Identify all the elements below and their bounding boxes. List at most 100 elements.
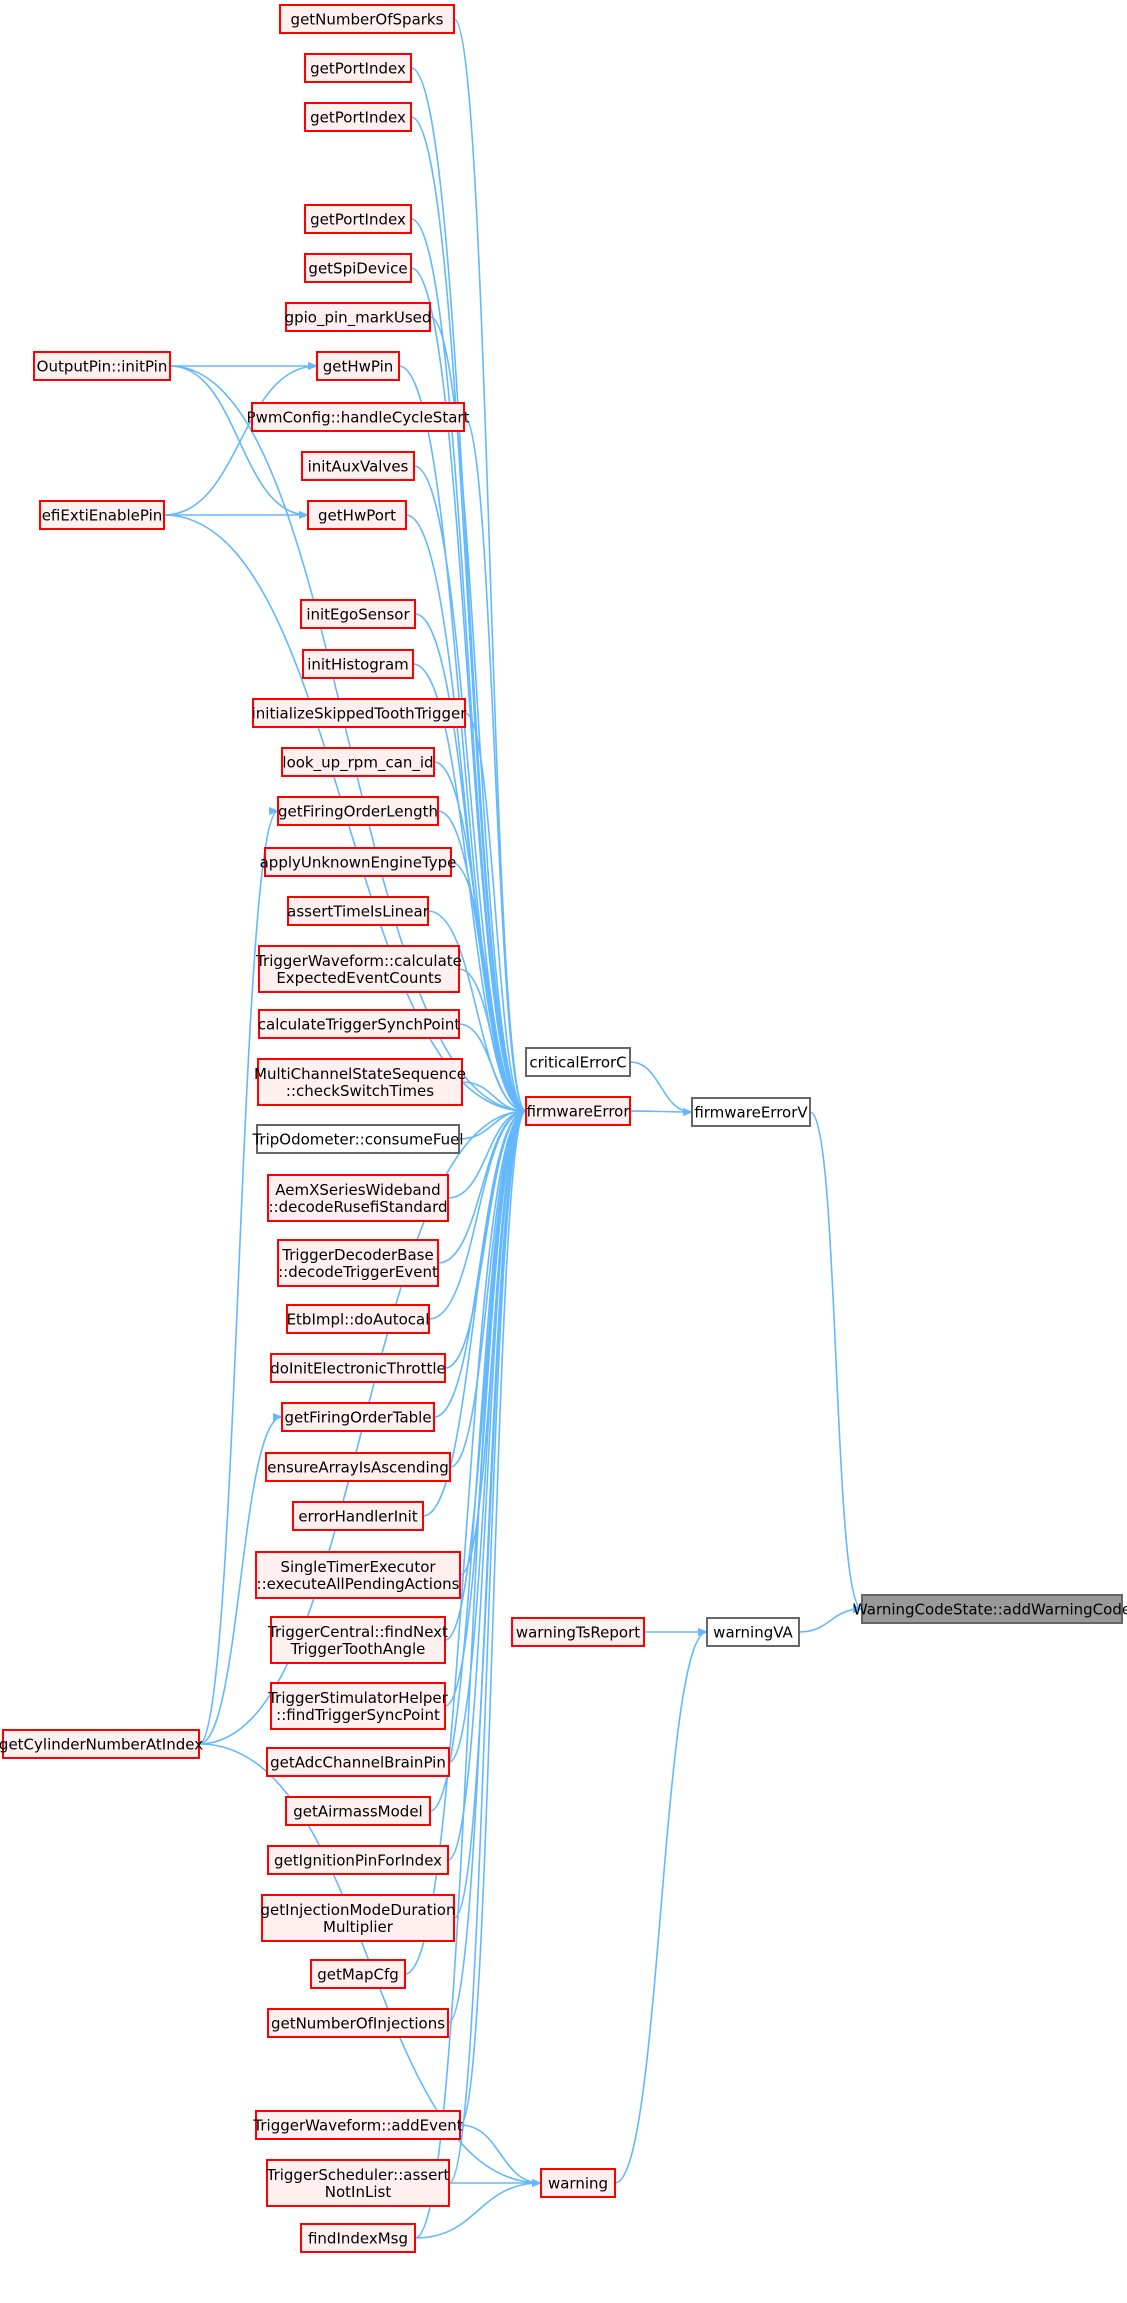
graph-node-SingleTimerExecutor[interactable]: SingleTimerExecutor::executeAllPendingAc…: [255, 1551, 461, 1599]
edge-TriggerWaveform_addEvent-to-warning: [459, 2124, 542, 2187]
graph-node-doInitElectronicThrottle[interactable]: doInitElectronicThrottle: [270, 1353, 446, 1383]
graph-node-TriggerStimulatorHelper[interactable]: TriggerStimulatorHelper::findTriggerSync…: [267, 1682, 449, 1730]
graph-node-look_up_rpm_can_id[interactable]: look_up_rpm_can_id: [281, 747, 435, 777]
graph-node-TripOdometer_consumeFuel[interactable]: TripOdometer::consumeFuel: [251, 1124, 464, 1154]
graph-node-getMapCfg[interactable]: getMapCfg: [310, 1959, 406, 1989]
node-box: [304, 253, 412, 283]
graph-node-getCylinderNumberAtIndex[interactable]: getCylinderNumberAtIndex: [0, 1729, 203, 1759]
graph-node-warning[interactable]: warning: [540, 2168, 616, 2198]
node-box: [270, 1616, 446, 1664]
edge-efiExtiEnablePin-to-getHwPin: [163, 362, 318, 516]
graph-node-firmwareError[interactable]: firmwareError: [525, 1096, 631, 1126]
node-box: [285, 1796, 431, 1826]
node-label: getPortIndex: [310, 59, 406, 77]
graph-node-TriggerDecoderBase[interactable]: TriggerDecoderBase::decodeTriggerEvent: [277, 1239, 439, 1287]
graph-node-calculateTriggerSynchPoint[interactable]: calculateTriggerSynchPoint: [258, 1009, 461, 1039]
node-label: ::decodeRusefiStandard: [268, 1198, 447, 1216]
node-label: WarningCodeState::addWarningCode: [853, 1600, 1127, 1618]
graph-node-getIgnitionPinForIndex[interactable]: getIgnitionPinForIndex: [267, 1845, 449, 1875]
node-label: ExpectedEventCounts: [276, 969, 442, 987]
graph-node-getSpiDevice[interactable]: getSpiDevice: [304, 253, 412, 283]
graph-node-initAuxValves[interactable]: initAuxValves: [301, 451, 415, 481]
graph-node-initHistogram[interactable]: initHistogram: [302, 649, 414, 679]
edge-calculateTriggerSynchPoint-to-firmwareError: [458, 1023, 527, 1115]
graph-node-assertTimeIsLinear[interactable]: assertTimeIsLinear: [287, 896, 430, 926]
node-box: [302, 649, 414, 679]
node-box: [277, 1239, 439, 1287]
graph-node-EtbImpl_doAutocal[interactable]: EtbImpl::doAutocal: [286, 1304, 430, 1334]
node-label: OutputPin::initPin: [37, 357, 168, 375]
node-box: [277, 796, 439, 826]
node-box: [300, 2223, 416, 2253]
node-box: [261, 1894, 455, 1942]
graph-node-getHwPin[interactable]: getHwPin: [316, 351, 400, 381]
graph-node-criticalErrorC[interactable]: criticalErrorC: [525, 1047, 631, 1077]
graph-node-getPortIndex2[interactable]: getPortIndex: [304, 102, 412, 132]
node-box: [316, 351, 400, 381]
graph-node-ensureArrayIsAscending[interactable]: ensureArrayIsAscending: [265, 1452, 451, 1482]
graph-node-initEgoSensor[interactable]: initEgoSensor: [300, 599, 416, 629]
node-box: [255, 1551, 461, 1599]
graph-node-AemXSeriesWideband[interactable]: AemXSeriesWideband::decodeRusefiStandard: [267, 1174, 449, 1222]
node-label: getSpiDevice: [308, 259, 407, 277]
node-box: [270, 1353, 446, 1383]
graph-node-gpio_pin_markUsed[interactable]: gpio_pin_markUsed: [285, 302, 432, 332]
graph-node-getAirmassModel[interactable]: getAirmassModel: [285, 1796, 431, 1826]
node-box: [2, 1729, 200, 1759]
graph-node-errorHandlerInit[interactable]: errorHandlerInit: [292, 1501, 424, 1531]
node-box: [256, 1124, 460, 1154]
node-box: [301, 451, 415, 481]
graph-node-warningVA[interactable]: warningVA: [706, 1617, 800, 1647]
graph-node-initializeSkippedToothTrigger[interactable]: initializeSkippedToothTrigger: [252, 698, 468, 728]
node-label: getAdcChannelBrainPin: [270, 1753, 446, 1771]
edge-TriggerWaveform_addEvent-to-firmwareError: [459, 1107, 527, 2126]
node-box: [287, 896, 429, 926]
graph-node-TriggerWaveform_calculate[interactable]: TriggerWaveform::calculateExpectedEventC…: [255, 945, 462, 993]
graph-node-firmwareErrorV[interactable]: firmwareErrorV: [691, 1097, 811, 1127]
node-box: [33, 351, 171, 381]
graph-node-addWarningCode[interactable]: WarningCodeState::addWarningCode: [853, 1594, 1127, 1624]
node-label: assertTimeIsLinear: [287, 902, 429, 920]
edge-errorHandlerInit-to-firmwareError: [422, 1107, 527, 1517]
node-box: [281, 747, 435, 777]
graph-node-OutputPin_initPin[interactable]: OutputPin::initPin: [33, 351, 171, 381]
graph-node-PwmConfig_handleCycleStart[interactable]: PwmConfig::handleCycleStart: [247, 402, 470, 432]
node-label: getHwPort: [318, 506, 396, 524]
graph-node-findIndexMsg[interactable]: findIndexMsg: [300, 2223, 416, 2253]
graph-node-getFiringOrderTable[interactable]: getFiringOrderTable: [281, 1402, 435, 1432]
node-label: SingleTimerExecutor: [280, 1558, 436, 1576]
graph-node-getPortIndex1[interactable]: getPortIndex: [304, 53, 412, 83]
graph-node-getNumberOfSparks[interactable]: getNumberOfSparks: [279, 4, 455, 34]
graph-node-getPortIndex3[interactable]: getPortIndex: [304, 204, 412, 234]
graph-node-TriggerCentral_findNext[interactable]: TriggerCentral::findNextTriggerToothAngl…: [267, 1616, 448, 1664]
graph-node-getAdcChannelBrainPin[interactable]: getAdcChannelBrainPin: [266, 1747, 450, 1777]
graph-node-warningTsReport[interactable]: warningTsReport: [511, 1617, 645, 1647]
node-box: [300, 599, 416, 629]
edge-getNumberOfInjections-to-firmwareError: [447, 1107, 527, 2024]
node-label: efiExtiEnablePin: [42, 506, 163, 524]
node-label: doInitElectronicThrottle: [270, 1359, 445, 1377]
edge-getCylinderNumberAtIndex-to-getFiringOrderTable: [198, 1413, 283, 1745]
edge-TriggerWaveform_calculate-to-firmwareError: [458, 968, 527, 1115]
node-box: [264, 847, 452, 877]
node-label: criticalErrorC: [529, 1053, 626, 1071]
node-label: getNumberOfInjections: [271, 2014, 445, 2032]
node-label: initializeSkippedToothTrigger: [252, 704, 468, 722]
node-label: gpio_pin_markUsed: [285, 308, 432, 327]
node-box: [511, 1617, 645, 1647]
graph-node-efiExtiEnablePin[interactable]: efiExtiEnablePin: [39, 500, 165, 530]
node-box: [540, 2168, 616, 2198]
node-label: EtbImpl::doAutocal: [287, 1310, 430, 1328]
graph-node-getNumberOfInjections[interactable]: getNumberOfInjections: [267, 2008, 449, 2038]
edge-applyUnknownEngineType-to-firmwareError: [450, 861, 527, 1115]
graph-node-MultiChannelStateSequence[interactable]: MultiChannelStateSequence::checkSwitchTi…: [254, 1058, 466, 1106]
graph-node-TriggerWaveform_addEvent[interactable]: TriggerWaveform::addEvent: [252, 2110, 463, 2140]
node-label: getPortIndex: [310, 108, 406, 126]
graph-node-getFiringOrderLength[interactable]: getFiringOrderLength: [277, 796, 439, 826]
graph-node-getHwPort[interactable]: getHwPort: [307, 500, 407, 530]
graph-node-applyUnknownEngineType[interactable]: applyUnknownEngineType: [260, 847, 457, 877]
edge-EtbImpl_doAutocal-to-firmwareError: [428, 1107, 527, 1320]
node-label: warning: [548, 2174, 608, 2192]
